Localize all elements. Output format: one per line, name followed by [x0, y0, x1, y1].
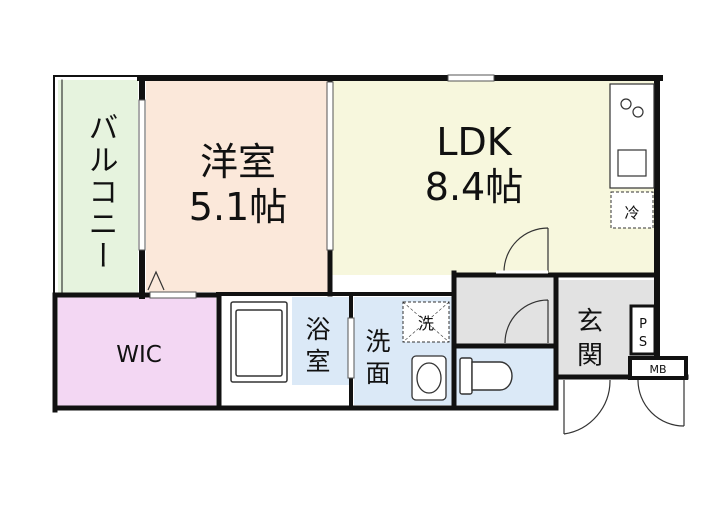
stove-burner-icon	[632, 106, 644, 118]
sliding-door-western-bottom	[149, 291, 197, 299]
ldk-area	[332, 80, 654, 275]
washbasin-icon	[411, 355, 447, 401]
bathroom-area	[292, 297, 350, 385]
ldk-label: LDK	[436, 120, 512, 164]
fridge-label: 冷	[624, 204, 639, 222]
door-ldk-hall	[503, 227, 549, 273]
stove-burner-icon	[620, 98, 632, 110]
washroom-label-2: 面	[365, 359, 390, 388]
balcony-label: バルコニー	[83, 112, 118, 272]
ps-label-1: P	[639, 317, 647, 332]
washroom-label-1: 洗	[365, 327, 390, 356]
doors	[147, 227, 685, 435]
windows	[138, 74, 495, 379]
hall-area	[456, 277, 554, 345]
western-room-size: 5.1帖	[189, 185, 287, 229]
sink-icon	[617, 149, 647, 177]
sliding-door-western-ldk	[326, 81, 334, 251]
entrance-label-2: 関	[577, 341, 603, 371]
toilet-icon	[459, 357, 513, 395]
washer-label: 洗	[418, 314, 434, 333]
bathroom-label-1: 浴	[305, 315, 330, 344]
door-toilet	[504, 299, 549, 344]
western-room-area	[146, 80, 328, 292]
mb-box	[628, 356, 688, 380]
window-western-left	[138, 99, 146, 251]
kitchen-counter	[609, 83, 655, 189]
walls	[52, 75, 689, 413]
ps-box	[629, 304, 657, 356]
ps-label-2: S	[639, 335, 647, 350]
western-room-label: 洋室	[200, 140, 276, 184]
mb-label: MB	[649, 363, 666, 376]
ldk-size: 8.4帖	[425, 165, 523, 209]
fridge-space	[610, 191, 654, 229]
wic-area	[58, 297, 216, 407]
window-ldk-top	[447, 74, 495, 82]
bathroom-label-2: 室	[305, 347, 330, 376]
door-entrance-right	[637, 379, 685, 427]
balcony-sliding-marker	[147, 270, 165, 291]
wic-label: WIC	[116, 342, 162, 368]
balcony-railing	[53, 75, 141, 295]
door-entrance-left	[563, 379, 611, 435]
balcony-area	[58, 80, 138, 294]
entrance-label-1: 玄	[577, 307, 603, 337]
door-bath	[347, 317, 355, 379]
